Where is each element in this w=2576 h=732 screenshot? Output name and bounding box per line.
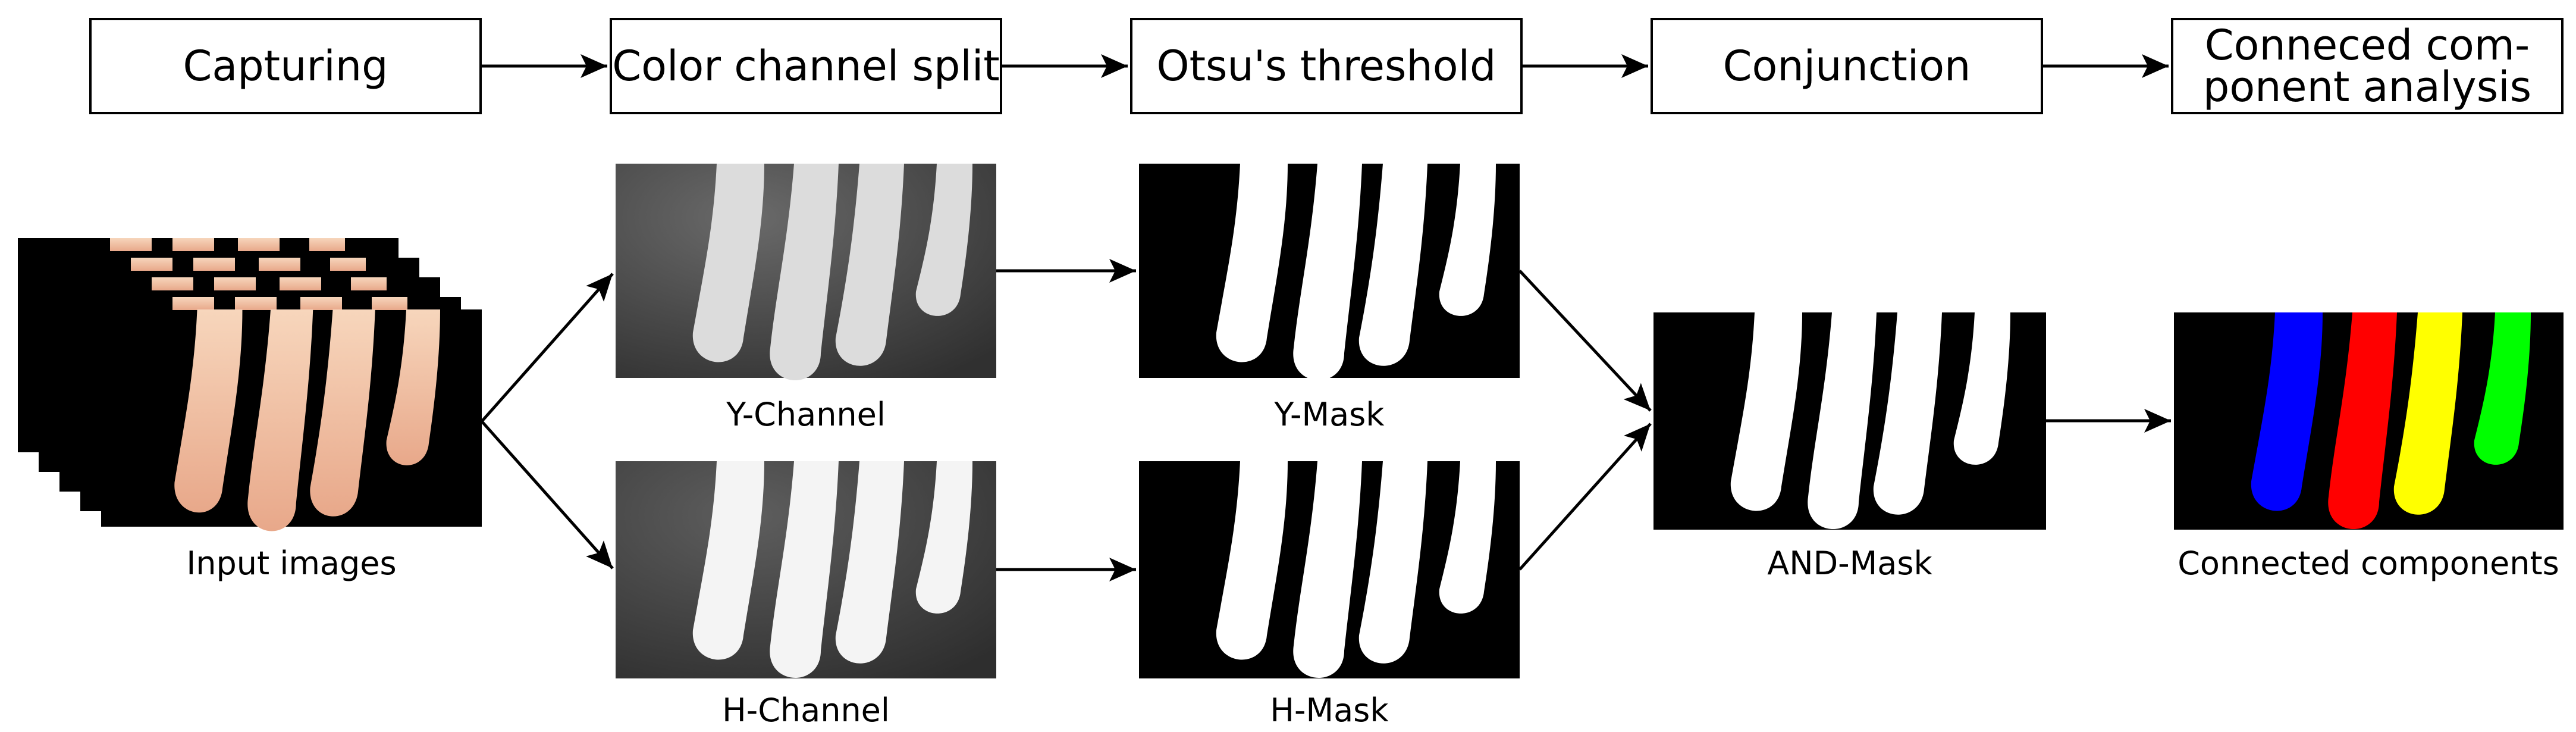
arrow-input-to-y-channel <box>481 273 614 423</box>
stage-box-capturing: Capturing <box>89 18 482 114</box>
stage-box-otsu-threshold: Otsu's threshold <box>1130 18 1523 114</box>
stage-label-connected-component-analysis: Conneced com- ponent analysis <box>2202 21 2532 111</box>
caption-input-images: Input images <box>186 545 397 582</box>
connected-component-2 <box>2328 312 2397 530</box>
input-images-stack <box>18 238 482 531</box>
stage-box-connected-component-analysis: Conneced com- ponent analysis <box>2171 18 2564 114</box>
stage-box-color-channel-split: Color channel split <box>610 18 1002 114</box>
y-channel-image <box>616 164 996 381</box>
connected-component-4 <box>2474 312 2531 465</box>
h-mask-image <box>1139 461 1520 678</box>
caption-h-mask: H-Mask <box>1270 692 1389 729</box>
stage-label-otsu-threshold: Otsu's threshold <box>1156 42 1496 90</box>
connected-component-3 <box>2393 312 2462 515</box>
stage-box-conjunction: Conjunction <box>1651 18 2043 114</box>
caption-h-channel: H-Channel <box>722 692 890 729</box>
caption-y-channel: Y-Channel <box>726 396 886 433</box>
connected-component-1 <box>2251 312 2323 511</box>
caption-y-mask: Y-Mask <box>1274 396 1385 433</box>
caption-connected-components: Connected components <box>2177 545 2559 582</box>
y-mask-image <box>1139 164 1520 381</box>
stage-label-capturing: Capturing <box>183 42 388 90</box>
and-mask-image <box>1653 312 2046 530</box>
arrow-input-to-h-channel <box>481 420 614 570</box>
arrow-h-mask-to-and-mask <box>1518 423 1652 571</box>
stage-label-color-channel-split: Color channel split <box>612 42 1000 90</box>
caption-and-mask: AND-Mask <box>1767 545 1932 582</box>
connected-components-image <box>2174 312 2564 530</box>
stage-label-conjunction: Conjunction <box>1722 42 1971 90</box>
arrow-y-mask-to-and-mask <box>1518 270 1652 412</box>
h-channel-image <box>616 461 996 678</box>
